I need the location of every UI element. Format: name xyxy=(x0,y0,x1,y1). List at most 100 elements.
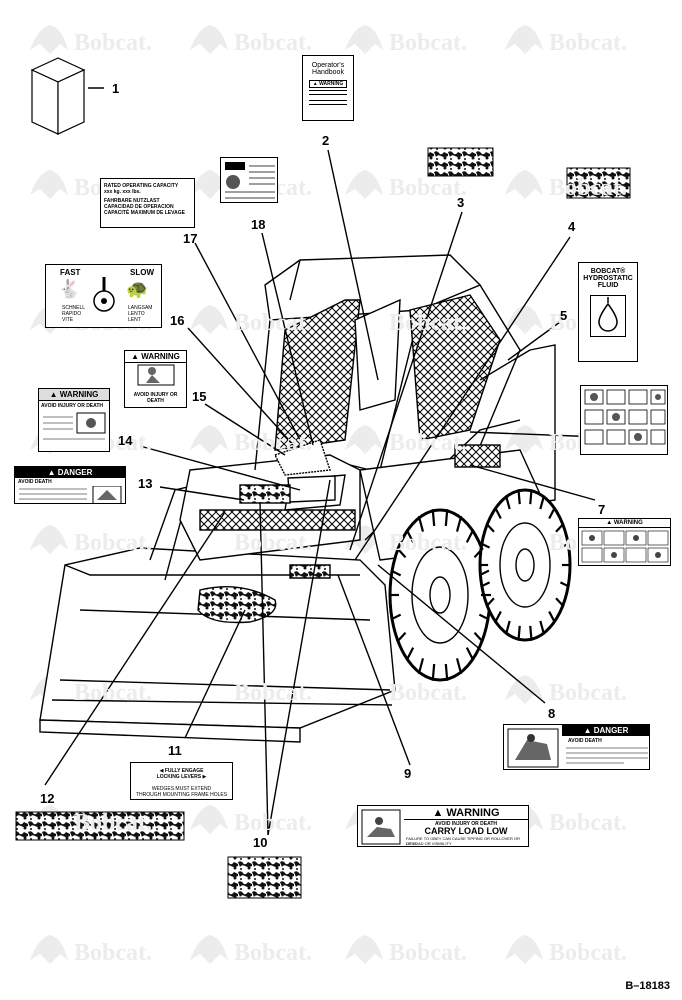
danger-right-head: ▲ DANGER xyxy=(562,725,649,736)
capacity-line2: xxx kg. xxx lbs. xyxy=(104,189,141,195)
bobcat-logo-watermark-icon xyxy=(505,170,543,199)
speed-control-decal: FAST SLOW 🐇 🐢 SCHNELL RAPIDO VITE LANGSA… xyxy=(45,264,162,328)
bobcat-logo-watermark-icon xyxy=(505,305,543,334)
carry-load-low-decal: ▲ WARNING AVOID INJURY OR DEATH CARRY LO… xyxy=(357,805,529,847)
pedal-icon xyxy=(93,277,115,312)
handbook-title-line2: Handbook xyxy=(312,69,344,76)
arrow-left-icon: ◀ xyxy=(159,768,164,774)
carry-load-pictogram xyxy=(361,809,401,845)
warning-avoid-injury-decal: ▲ WARNING AVOID INJURY OR DEATH xyxy=(124,350,187,408)
speed-slow-translations: LANGSAM LENTO LENT xyxy=(128,305,153,323)
controls-instruction-art xyxy=(584,389,666,445)
locking-line3: WEDGES MUST EXTEND xyxy=(151,786,212,792)
hydro-brand: BOBCAT® xyxy=(590,268,626,275)
danger-left-head: ▲ DANGER xyxy=(15,467,125,478)
callout-3: 3 xyxy=(457,195,465,210)
callout-18: 18 xyxy=(251,217,266,232)
warning-triangle-icon: ▲ xyxy=(131,352,139,361)
warning-left-line1: AVOID INJURY OR DEATH xyxy=(41,403,104,409)
bobcat-logo-watermark-icon xyxy=(30,525,68,554)
capacity-line1: RATED OPERATING CAPACITY xyxy=(104,183,179,189)
callout-15: 15 xyxy=(192,389,207,404)
bobcat-logo-watermark-icon xyxy=(505,25,543,54)
callout-4: 4 xyxy=(568,219,576,234)
carry-line1: AVOID INJURY OR DEATH xyxy=(434,821,498,827)
bobcat-logo-watermark-icon xyxy=(190,805,228,834)
bobcat-logo-watermark-icon xyxy=(345,935,383,964)
bobcat-logo-watermark-icon xyxy=(345,425,383,454)
capacity-line3: FAHRBARE NUTZLAST xyxy=(104,198,160,204)
operators-handbook-decal: Operator's Handbook ▲ WARNING xyxy=(302,55,354,121)
locking-line1: ◀ FULLY ENGAGE xyxy=(159,768,204,774)
capacity-line5: CAPACITÉ MAXIMUM DE LEVAGE xyxy=(104,210,185,216)
danger-left-decal: ▲ DANGER AVOID DEATH xyxy=(14,466,126,504)
bobcat-logo-watermark-icon xyxy=(505,675,543,704)
bobcat-logo-watermark-icon xyxy=(345,170,383,199)
danger-right-pictogram xyxy=(507,728,559,768)
instruction-decal-top xyxy=(220,157,278,203)
part-box-icon xyxy=(30,57,86,135)
carry-line2: CARRY LOAD LOW xyxy=(424,826,508,836)
callout-17: 17 xyxy=(183,231,198,246)
warning-avoid-line1: AVOID INJURY OR DEATH xyxy=(133,392,178,404)
warning-triangle-icon: ▲ xyxy=(606,520,613,526)
handbook-lines xyxy=(309,90,347,95)
callout-11: 11 xyxy=(168,743,182,758)
warning-right-decal: ▲ WARNING xyxy=(578,518,671,566)
bobcat-logo-watermark-icon xyxy=(30,170,68,199)
warning-triangle-icon: ▲ xyxy=(49,390,58,399)
locking-line2: LOCKING LEVERS ▶ xyxy=(156,774,207,780)
bobcat-logo-watermark-icon xyxy=(190,305,228,334)
bobcat-logo-watermark-icon xyxy=(190,25,228,54)
bobcat-logo-watermark-icon xyxy=(505,935,543,964)
callout-7: 7 xyxy=(598,502,606,517)
danger-left-art xyxy=(19,485,122,503)
oil-drop-icon xyxy=(590,295,626,337)
rated-capacity-decal: RATED OPERATING CAPACITY xxx kg. xxx lbs… xyxy=(100,178,195,228)
callout-10: 10 xyxy=(253,835,268,850)
speed-fast-label: FAST xyxy=(60,268,81,277)
danger-left-line1: AVOID DEATH xyxy=(18,479,52,485)
carry-line3: FAILURE TO OBEY CAN CAUSE TIPPING OR ROL… xyxy=(406,836,520,846)
callout-2: 2 xyxy=(322,133,330,148)
carry-line4: OF LOAD OR VISIBILITY xyxy=(406,841,452,846)
bobcat-logo-watermark-icon xyxy=(190,425,228,454)
callout-16: 16 xyxy=(170,313,185,328)
callout-13: 13 xyxy=(138,476,153,491)
leader-lines xyxy=(44,149,601,836)
skid-steer-loader-drawing xyxy=(39,254,572,743)
warning-left-art xyxy=(43,412,106,440)
locking-levers-decal: ◀ FULLY ENGAGE LOCKING LEVERS ▶ WEDGES M… xyxy=(130,762,233,800)
controls-instruction-decal xyxy=(580,385,668,455)
bobcat-logo-watermark-icon xyxy=(505,425,543,454)
danger-right-decal: ▲ DANGER AVOID DEATH xyxy=(503,724,650,770)
hydro-line2: HYDROSTATIC xyxy=(583,275,633,282)
warning-right-art xyxy=(581,530,669,563)
turtle-icon: 🐢 xyxy=(126,279,149,299)
hydro-line3: FLUID xyxy=(597,282,619,289)
callout-12: 12 xyxy=(40,791,55,806)
warning-left-decal: ▲ WARNING AVOID INJURY OR DEATH xyxy=(38,388,110,452)
bobcat-logo-watermark-icon xyxy=(345,25,383,54)
callout-9: 9 xyxy=(404,766,412,781)
warning-triangle-icon: ▲ xyxy=(312,81,318,87)
callout-5: 5 xyxy=(560,308,568,323)
hydrostatic-fluid-decal: BOBCAT® HYDROSTATIC FLUID xyxy=(578,262,638,362)
bobcat-logo-watermark-icon xyxy=(190,935,228,964)
danger-right-text-lines xyxy=(566,747,648,764)
figure-id: B–18183 xyxy=(625,980,670,992)
warning-left-head: ▲ WARNING xyxy=(39,389,109,401)
instruction-decal-art xyxy=(225,162,275,199)
handbook-warning: ▲ WARNING xyxy=(309,80,347,88)
callout-8: 8 xyxy=(548,706,556,721)
bobcat-logo-watermark-icon xyxy=(30,25,68,54)
warning-triangle-icon: ▲ xyxy=(47,468,56,477)
warning-triangle-icon: ▲ xyxy=(432,807,444,819)
callout-1: 1 xyxy=(112,81,120,96)
arrow-right-icon: ▶ xyxy=(202,774,207,780)
locking-line4: THROUGH MOUNTING FRAME HOLES xyxy=(135,792,228,798)
rabbit-icon: 🐇 xyxy=(58,279,81,299)
warning-right-head: ▲ WARNING xyxy=(579,519,670,528)
speed-slow-label: SLOW xyxy=(130,268,154,277)
